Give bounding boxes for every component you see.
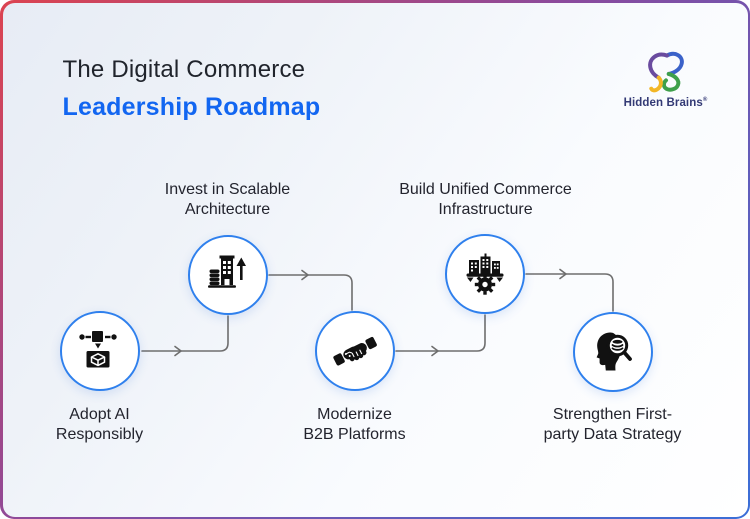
step-label-5: Strengthen First- party Data Strategy	[543, 405, 682, 443]
step-label-4: Build Unified Commerce Infrastructure	[399, 180, 572, 218]
page-title: The Digital Commerce Leadership Roadmap	[63, 56, 321, 123]
step-node-4	[444, 233, 525, 314]
connector-step4-step5	[524, 272, 614, 312]
connector-step2-step3	[267, 273, 353, 311]
step-node-1	[59, 310, 140, 391]
title-line-2: Leadership Roadmap	[62, 93, 321, 122]
logo-wordmark-text: Hidden Brains	[623, 96, 703, 109]
title-line-1: The Digital Commerce	[62, 55, 306, 83]
step-node-3	[314, 310, 395, 391]
connector-step1-step2	[140, 314, 229, 352]
commerce-infrastructure-gear-icon	[466, 253, 503, 295]
scalable-buildings-growth-icon	[207, 255, 246, 288]
hidden-brains-logo: Hidden Brains®	[615, 50, 717, 109]
hidden-brains-logo-mark-icon	[647, 51, 684, 92]
connector-arrow-1	[173, 345, 182, 356]
step-label-3: Modernize B2B Platforms	[303, 405, 406, 443]
step-label-2: Invest in Scalable Architecture	[164, 180, 291, 218]
step-node-2	[187, 234, 268, 315]
connector-arrow-4	[558, 268, 567, 279]
ai-3d-model-printer-icon	[78, 330, 117, 367]
step-node-5	[572, 311, 653, 392]
logo-wordmark: Hidden Brains®	[615, 97, 717, 109]
digital-handshake-icon	[332, 336, 377, 365]
data-insight-head-magnifier-icon	[596, 331, 632, 370]
connector-arrow-3	[430, 345, 439, 356]
registered-trademark-symbol: ®	[702, 96, 708, 103]
connector-arrow-2	[300, 269, 309, 280]
connector-step3-step4	[394, 313, 486, 352]
step-label-1: Adopt AI Responsibly	[55, 405, 144, 443]
